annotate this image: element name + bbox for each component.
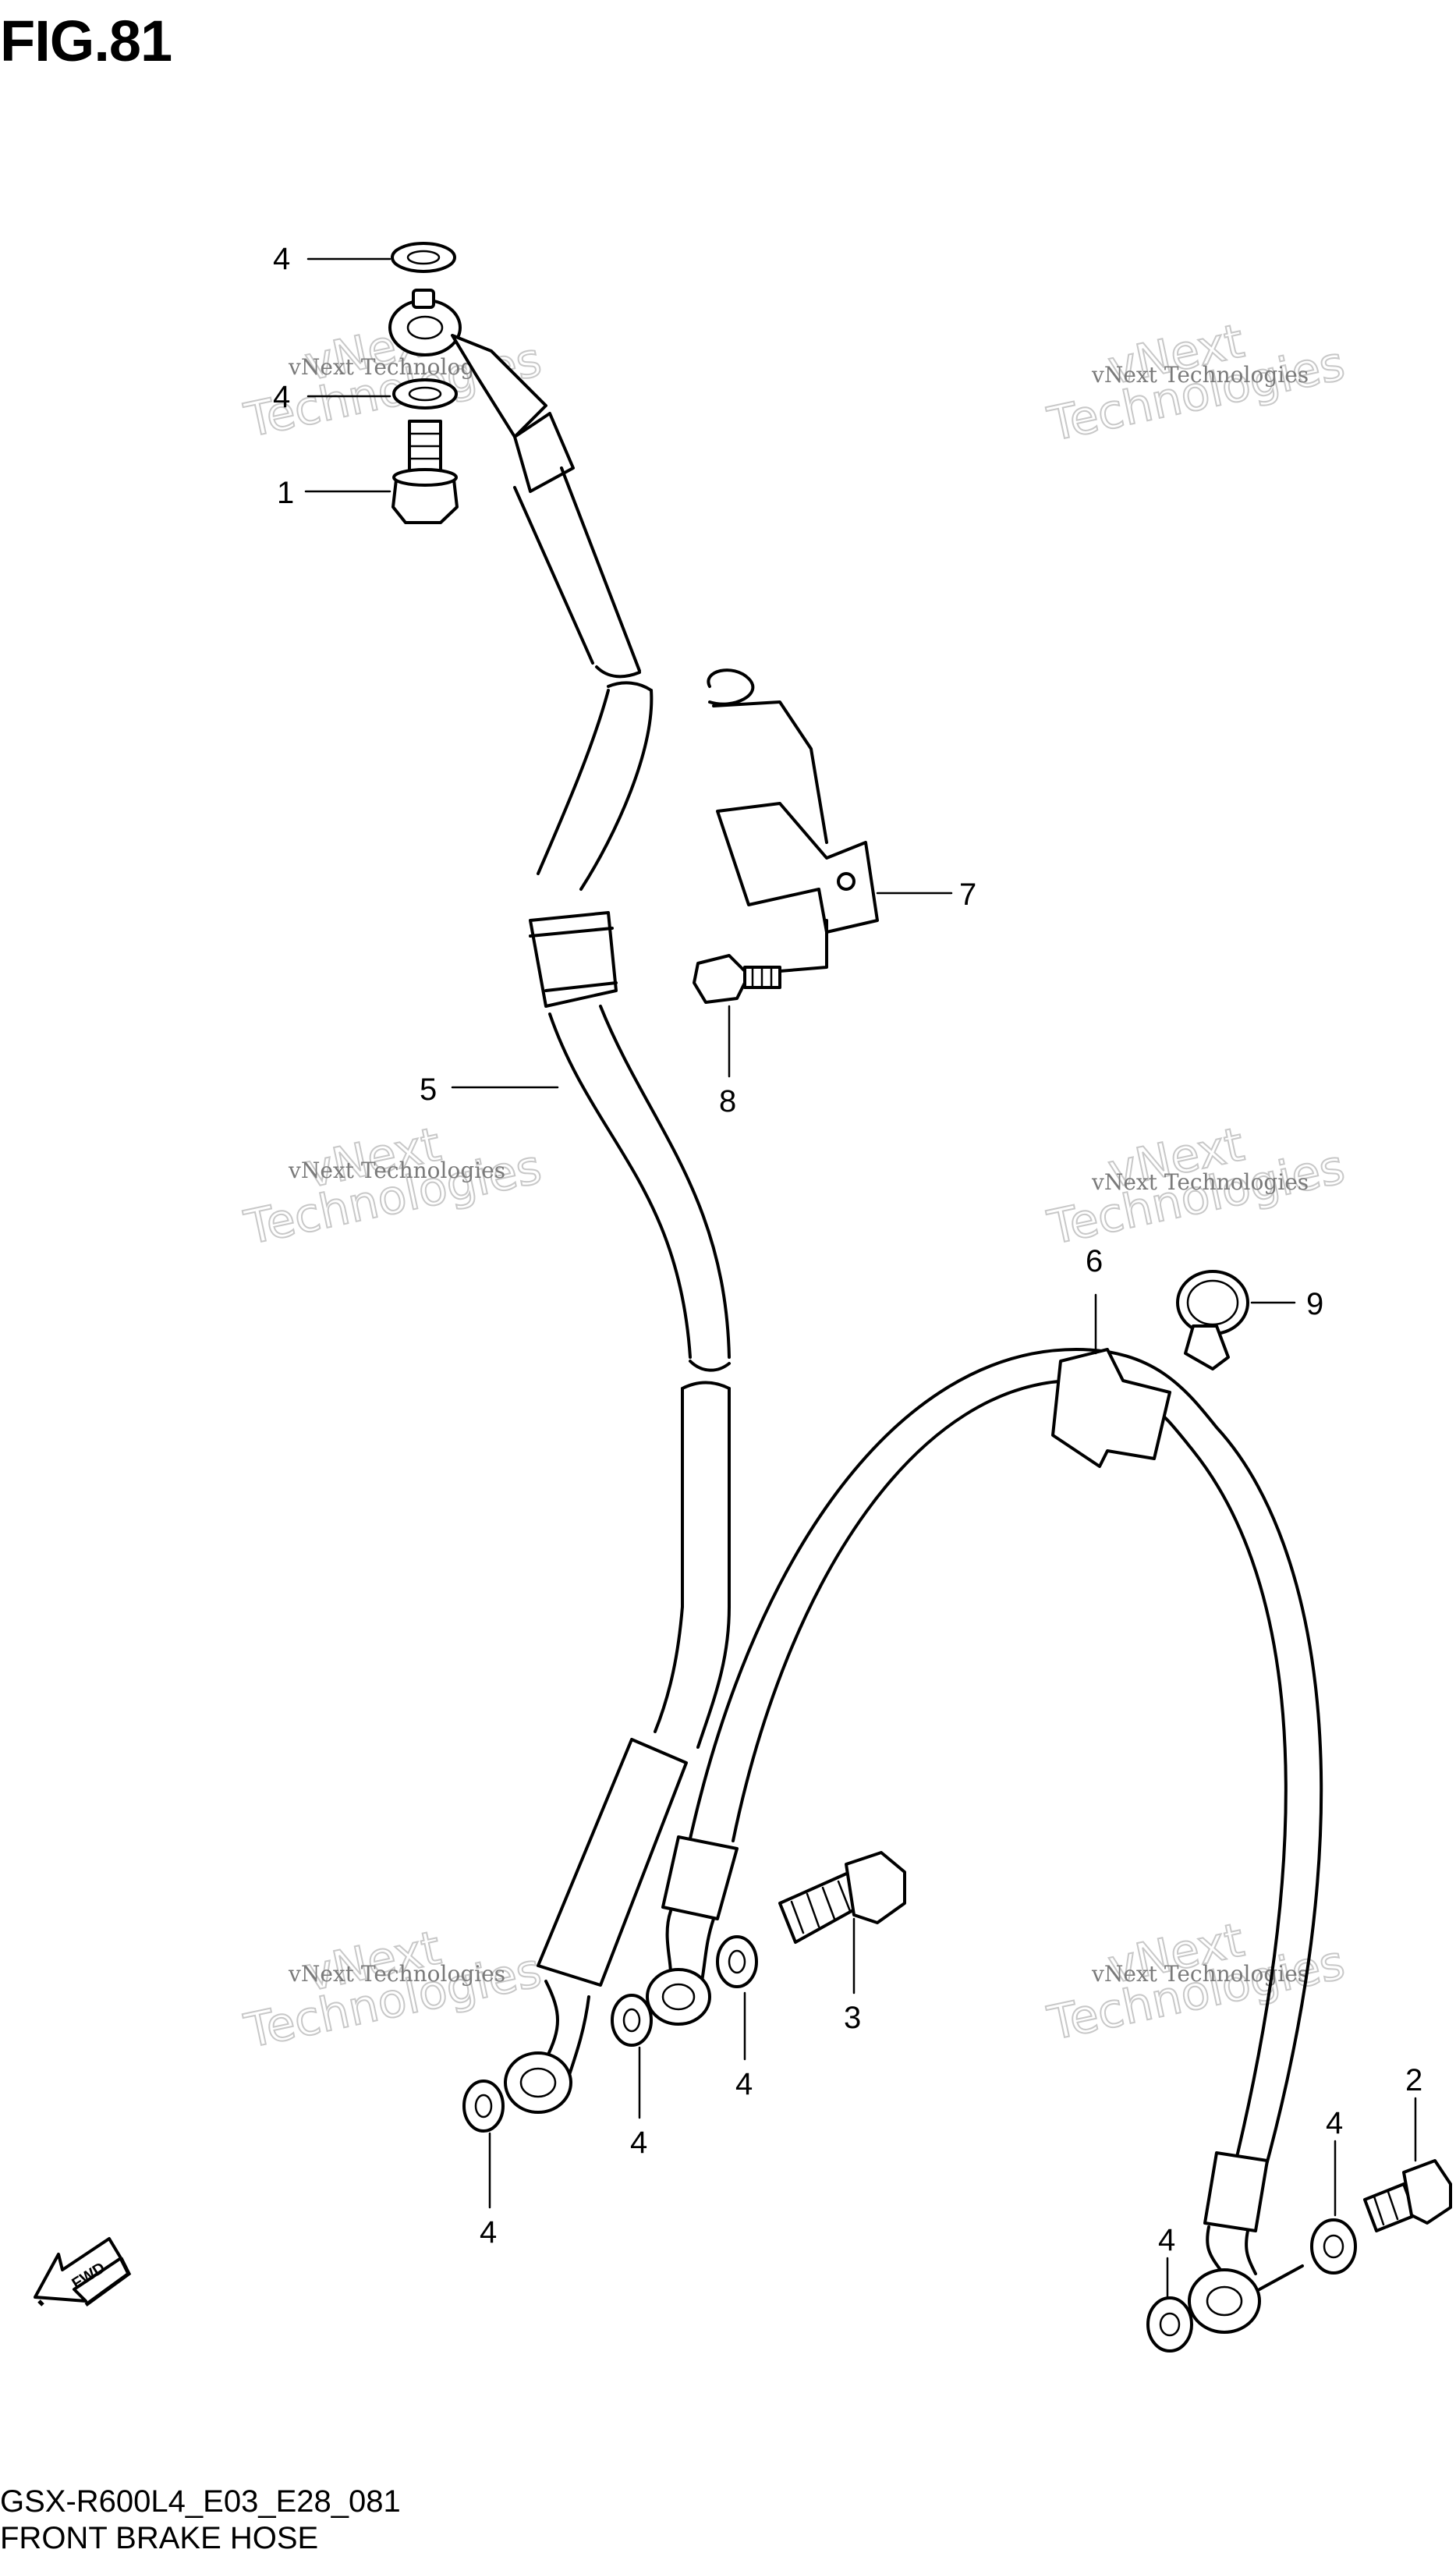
callout-1: 1 [277,476,294,510]
model-code: GSX-R600L4_E03_E28_081 [0,2484,401,2519]
callout-6: 6 [1086,1244,1103,1278]
fwd-arrow-icon: FWD [34,2237,132,2307]
callout-3: 3 [844,2001,861,2035]
washer-mid-1 [611,1994,653,2047]
callout-4g: 4 [1158,2223,1175,2257]
figure-name: FRONT BRAKE HOSE [0,2521,319,2555]
callout-4e: 4 [480,2215,497,2250]
callout-9: 9 [1306,1287,1323,1321]
lower-hose-part-6 [611,1348,1357,2353]
watermark-text-6: vNext Technologies [1091,1961,1309,1987]
upper-hose-part-5 [388,242,731,2133]
watermark-text-4: vNext Technologies [1091,1169,1309,1195]
union-bolt-part-3 [778,1851,906,1944]
washer-upper-2 [392,378,458,410]
callout-2: 2 [1405,2063,1422,2097]
callout-4b: 4 [273,380,290,414]
bracket-part-7 [707,668,879,973]
union-bolt-part-2 [1363,2159,1452,2232]
callout-4a: 4 [273,242,290,276]
callout-4c: 4 [735,2067,753,2101]
callout-4f: 4 [1326,2106,1343,2140]
callout-4d: 4 [630,2126,647,2160]
hose-sleeve [537,1738,688,1987]
hose-grommet-lower [1051,1348,1171,1468]
callout-8: 8 [719,1084,736,1119]
hose-grommet [529,911,618,1008]
washer-mid-2 [716,1935,758,1988]
callout-5: 5 [420,1073,437,1107]
washer-top [391,242,456,273]
callout-7: 7 [959,878,976,912]
banjo-fitting-right [1188,2268,1261,2334]
banjo-fitting-mid [646,1968,711,2026]
clamp-part-9 [1176,1270,1249,1370]
watermark-text-5: vNext Technologies [288,1961,505,1987]
watermark-text-3: vNext Technologies [288,1158,505,1183]
washer-left-1 [462,2080,505,2133]
washer-right-2 [1310,2218,1357,2275]
union-bolt-part-1 [391,420,459,524]
watermark-group: Technologies vNext vNext Technologies Te… [239,309,1351,2060]
figure-title: FIG.81 [0,9,172,73]
leader-lines [304,257,1417,2299]
watermark-text-2: vNext Technologies [1091,362,1309,388]
callout-labels: 4 4 1 7 8 5 6 9 3 4 4 4 2 4 4 [273,242,1422,2257]
bolt-part-8 [693,954,781,1004]
washer-right-1 [1146,2296,1193,2353]
banjo-fitting-left [504,2051,572,2114]
